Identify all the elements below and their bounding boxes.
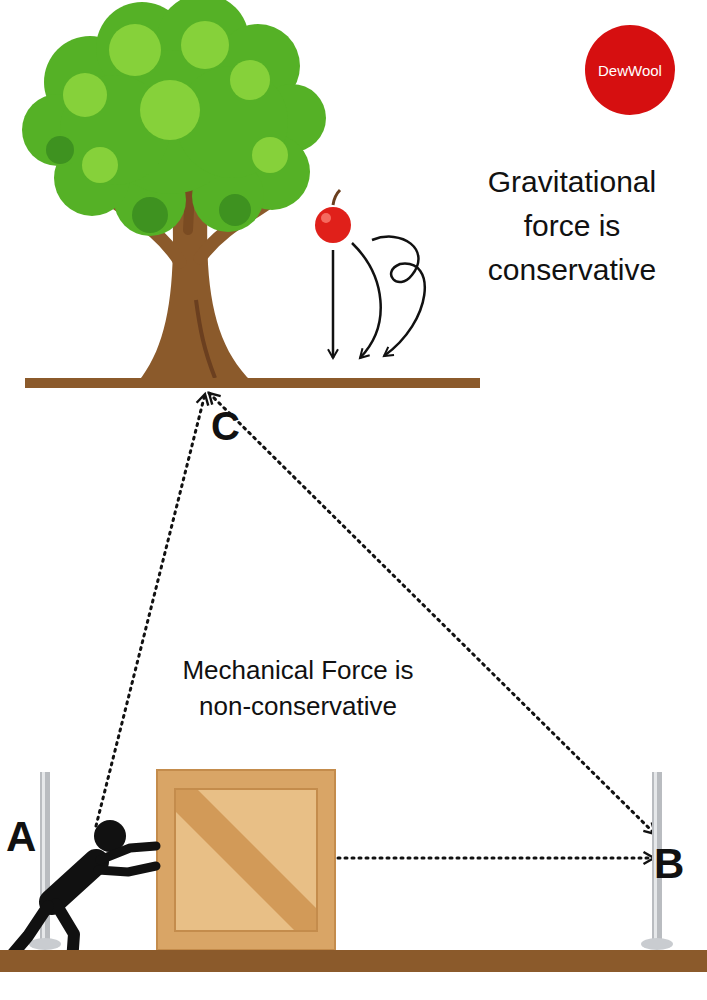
note-text: Gravitational force is conservative: [458, 160, 686, 292]
person-arm: [100, 846, 156, 860]
fall-path: [352, 243, 381, 358]
tree-canopy: [22, 0, 326, 236]
fall-path: [372, 237, 425, 356]
person-torso: [52, 862, 96, 902]
pole-base: [641, 938, 673, 950]
crate-edge: [157, 770, 335, 950]
canopy-blob: [181, 21, 229, 69]
canopy-blob: [219, 194, 251, 226]
point-label: C: [211, 404, 255, 448]
pole-base: [29, 938, 61, 950]
note-text: Mechanical Force is non-conservative: [168, 652, 428, 724]
canopy-blob: [109, 24, 161, 76]
canopy-blob: [140, 80, 200, 140]
dotted-path: [209, 393, 655, 834]
crate-edge: [175, 789, 317, 931]
ground-line: [25, 378, 480, 388]
canopy-highlight: [63, 21, 288, 183]
fall-path: [332, 250, 335, 358]
canopy-blob: [63, 73, 107, 117]
ground-line: [0, 950, 707, 972]
apple: [315, 207, 351, 243]
canopy-blob: [82, 147, 118, 183]
apple-stem: [333, 190, 340, 205]
canopy-blob: [132, 197, 168, 233]
crate-plank: [175, 789, 317, 931]
point-label: B: [654, 841, 704, 887]
node-text: DewWool: [598, 62, 662, 79]
canopy-shade: [46, 136, 251, 233]
point-label: A: [6, 814, 50, 860]
dotted-path: [338, 857, 654, 860]
crate-panel: [175, 789, 317, 931]
crate: [157, 770, 335, 950]
canopy-blob: [252, 137, 288, 173]
canopy-blob: [46, 136, 74, 164]
person-arm: [98, 866, 156, 872]
apple-shine: [321, 213, 331, 223]
trunk-shade: [196, 300, 215, 378]
canopy-blob: [230, 60, 270, 100]
dotted-path: [96, 394, 205, 826]
logo-badge: DewWool: [585, 25, 675, 115]
